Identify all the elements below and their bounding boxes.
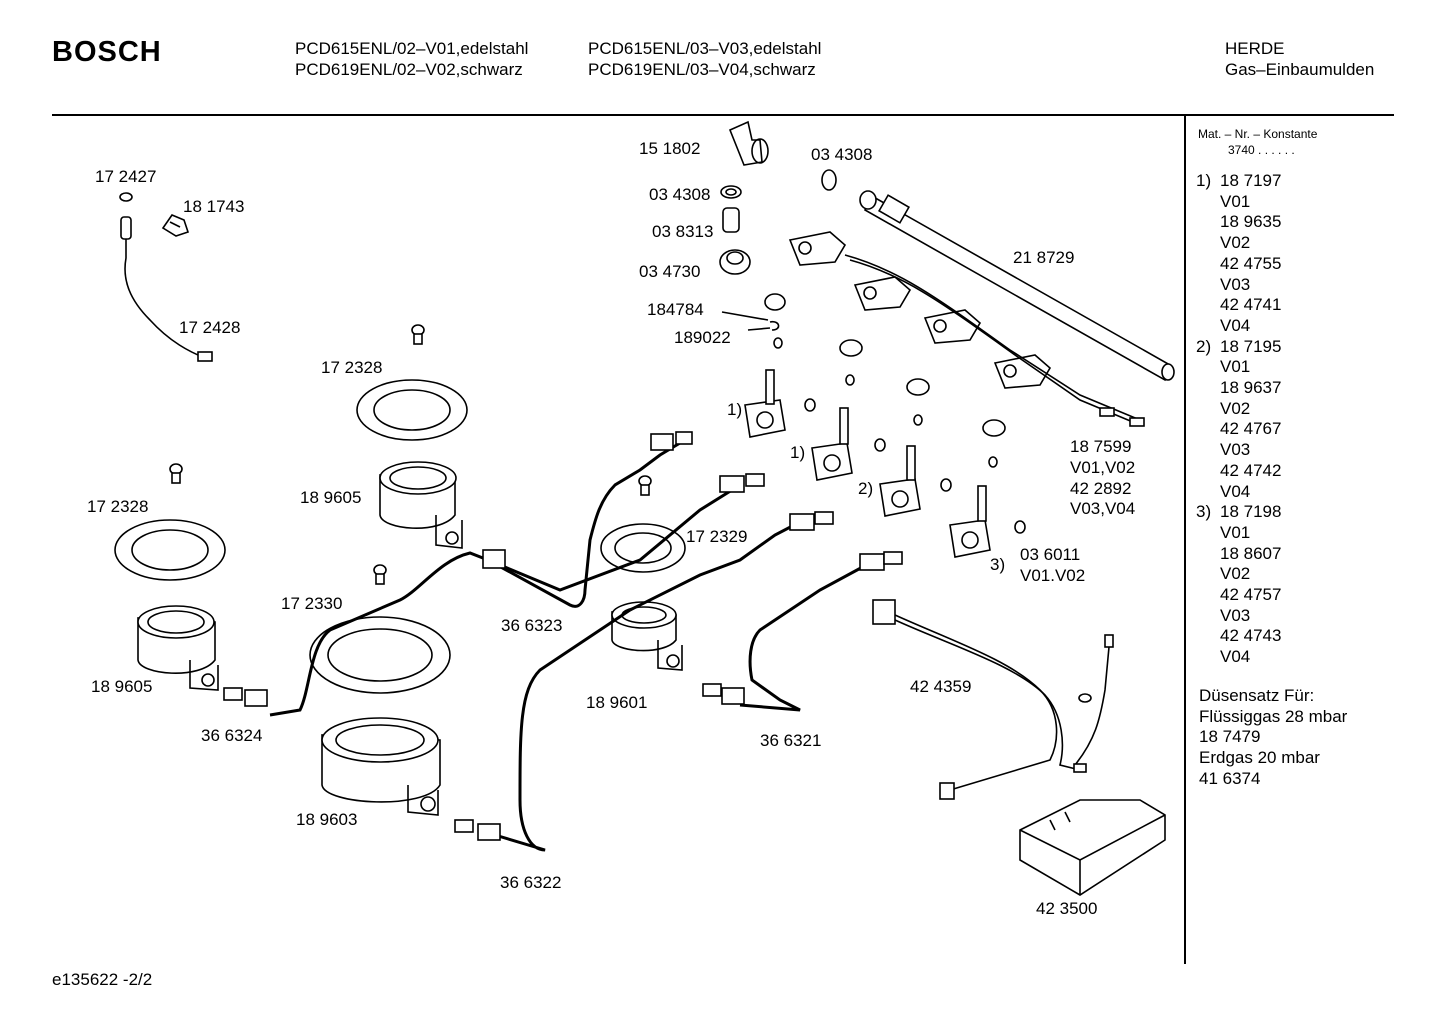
part-number: 18 7195 (1220, 336, 1282, 356)
part-label: 17 2329 (686, 527, 748, 546)
part-label: 18 9601 (586, 693, 648, 712)
part-label: 18 9603 (296, 810, 358, 829)
model-line: PCD615ENL/03–V03,edelstahl (588, 39, 822, 58)
pointer-line (721, 311, 769, 321)
part-number: 42 4741 (1220, 295, 1282, 315)
part-label: 42 3500 (1036, 899, 1098, 918)
part-label: 18 1743 (183, 197, 245, 216)
part-label: 36 6321 (760, 731, 822, 750)
ignition-switch (788, 231, 1145, 427)
variant-code: V04 (1220, 315, 1251, 335)
category-line: HERDE (1225, 39, 1285, 58)
variant-code: V02 (1220, 564, 1251, 584)
part-number: 42 4743 (1220, 626, 1282, 646)
part-label: 3) (990, 555, 1006, 574)
part-number: 42 4767 (1220, 419, 1282, 439)
variant-code: V04 (1220, 481, 1251, 501)
part-label: 17 2428 (179, 318, 241, 337)
screw-icon (169, 324, 652, 585)
gas-tap-valve (744, 337, 1026, 558)
part-number: 42 4742 (1220, 460, 1282, 480)
note-line: Düsensatz Für: (1199, 686, 1315, 705)
nozzle-set-notes: Düsensatz Für: Flüssiggas 28 mbar 18 747… (1199, 686, 1347, 790)
part-number: 42 4757 (1220, 585, 1282, 605)
part-label: 36 6322 (500, 873, 562, 892)
part-label: V01.V02 (1020, 566, 1086, 585)
part-number: 42 4755 (1220, 253, 1282, 273)
variant-code: V03 (1220, 440, 1251, 460)
note-line: Erdgas 20 mbar (1199, 748, 1320, 768)
part-label: 17 2427 (95, 167, 157, 186)
part-label: 03 8313 (652, 222, 714, 241)
part-label: 21 8729 (1013, 248, 1075, 267)
part-label: 42 4359 (910, 677, 972, 696)
burner-housing (137, 461, 683, 816)
burner-gasket (114, 379, 686, 694)
header-divider (52, 114, 1394, 116)
model-line: PCD619ENL/02–V02,schwarz (295, 60, 523, 79)
part-label: 17 2330 (281, 594, 343, 613)
category-title: HERDE Gas–Einbaumulden (1225, 38, 1374, 80)
part-number: 18 9635 (1220, 212, 1282, 232)
part-label: 2) (858, 479, 874, 498)
note-line: 18 7479 (1199, 727, 1261, 747)
gas-manifold (859, 190, 1175, 382)
sidebar-constant: 3740 . . . . . . (1228, 143, 1295, 157)
note-line: Flüssiggas 28 mbar (1199, 706, 1348, 726)
ignition-clip (161, 214, 190, 237)
group-label: 2) (1196, 336, 1212, 356)
model-list-1: PCD615ENL/02–V01,edelstahl PCD619ENL/02–… (295, 38, 528, 80)
brand-logo: BOSCH (52, 36, 162, 68)
part-number: 18 8607 (1220, 543, 1282, 563)
part-label: 1) (790, 443, 806, 462)
document-id: e135622 -2/2 (52, 970, 153, 989)
variant-code: V01 (1220, 357, 1251, 377)
variant-code: V03 (1220, 274, 1251, 294)
elbow-fitting (719, 120, 837, 331)
ignition-electrode (119, 192, 213, 362)
part-number: 18 9637 (1220, 378, 1282, 398)
group-label: 3) (1196, 502, 1212, 522)
pointer-line (747, 327, 771, 331)
model-line: PCD619ENL/03–V04,schwarz (588, 60, 816, 79)
part-label: V01,V02 (1070, 458, 1136, 477)
group-label: 1) (1196, 171, 1212, 190)
category-line: Gas–Einbaumulden (1225, 60, 1375, 79)
part-label: 17 2328 (321, 358, 383, 377)
sidebar-divider (1184, 116, 1186, 964)
sidebar-heading: Mat. – Nr. – Konstante (1198, 127, 1318, 141)
part-label: 1) (727, 400, 743, 419)
variant-code: V03 (1220, 605, 1251, 625)
pipe-nozzle (223, 431, 903, 841)
variant-code: V01 (1220, 522, 1251, 542)
variant-group: 1) 18 7197 V01 18 9635 V02 42 4755 V03 4… (1196, 171, 1281, 668)
wiring-harness (872, 599, 1114, 800)
part-label: 189022 (674, 328, 731, 347)
model-line: PCD615ENL/02–V01,edelstahl (295, 39, 529, 58)
part-label: 184784 (647, 300, 704, 319)
note-line: 41 6374 (1199, 768, 1261, 788)
variant-code: V02 (1220, 233, 1251, 253)
part-label: 03 4730 (639, 262, 701, 281)
variant-code: V02 (1220, 398, 1251, 418)
part-number: 18 7197 (1220, 171, 1282, 190)
part-label: 03 6011 (1020, 545, 1081, 564)
part-label: 42 2892 (1070, 479, 1132, 498)
part-label: 18 7599 (1070, 437, 1132, 456)
part-label: 17 2328 (87, 497, 149, 516)
part-label: 03 4308 (811, 145, 873, 164)
model-list-2: PCD615ENL/03–V03,edelstahl PCD619ENL/03–… (588, 38, 821, 80)
variant-code: V01 (1220, 191, 1251, 211)
part-label: 18 9605 (91, 677, 153, 696)
part-label: V03,V04 (1070, 499, 1136, 518)
part-label: 15 1802 (639, 139, 701, 158)
part-label: 36 6323 (501, 616, 563, 635)
part-label: 03 4308 (649, 185, 711, 204)
variant-code: V04 (1220, 647, 1251, 667)
spark-generator (1019, 799, 1166, 896)
part-number: 18 7198 (1220, 502, 1282, 522)
part-label: 36 6324 (201, 726, 263, 745)
part-label: 18 9605 (300, 488, 362, 507)
